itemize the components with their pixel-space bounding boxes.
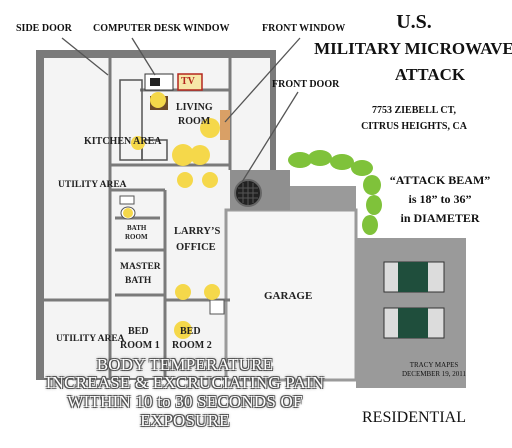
bath-sink: [119, 195, 135, 205]
shrubs: [288, 150, 382, 235]
bed-room-1-label-2: ROOM 1: [120, 340, 160, 351]
computer-desk-window-label: COMPUTER DESK WINDOW: [93, 23, 230, 34]
utility-area-top-label: UTILITY AREA: [58, 180, 127, 190]
vent-grid: [238, 181, 258, 205]
beam-note-line1: “ATTACK BEAM”: [389, 173, 491, 187]
utility-area-bottom-label: UTILITY AREA: [56, 334, 125, 344]
kitchen-label: KITCHEN AREA: [84, 136, 162, 147]
living-room-label-2: ROOM: [178, 116, 211, 127]
credit-line1: TRACY MAPES: [409, 361, 459, 369]
front-window-label: FRONT WINDOW: [262, 23, 346, 34]
tv: [177, 73, 203, 91]
title-line2: MILITARY MICROWAVE: [314, 39, 512, 58]
sofa: [220, 110, 230, 140]
larrys-office-label-2: OFFICE: [176, 242, 216, 253]
warning-line3: WITHIN 10 to 30 SECONDS OF: [67, 392, 303, 411]
bed-room-1-label-1: BED: [128, 326, 149, 337]
bath-room-label-2: ROOM: [125, 233, 148, 241]
kitchen-island: [141, 139, 168, 161]
desk-bedroom2: [209, 299, 225, 315]
car-2-roof: [398, 308, 428, 338]
computer-monitor: [150, 78, 160, 86]
attack-spots: [123, 92, 220, 339]
tv-label: TV: [181, 76, 195, 87]
master-bath-label-1: MASTER: [120, 262, 161, 272]
garage-label: GARAGE: [264, 290, 313, 302]
title-line3: ATTACK: [394, 65, 466, 84]
residential-label: RESIDENTIAL: [362, 409, 466, 426]
credit-line2: DECEMBER 19, 2011: [401, 370, 467, 378]
walkway: [290, 186, 356, 210]
car-1-roof: [398, 262, 428, 292]
side-door-label: SIDE DOOR: [16, 23, 72, 34]
address-line1: 7753 ZIEBELL CT,: [371, 105, 457, 116]
bed-room-2-label-1: BED: [180, 326, 201, 337]
address-line2: CITRUS HEIGHTS, CA: [361, 121, 467, 132]
front-door-label: FRONT DOOR: [272, 79, 340, 90]
garage-wall: [224, 208, 358, 382]
callout-lines: [61, 37, 301, 183]
beam-note-line2: is 18” to 36”: [408, 192, 472, 206]
larrys-office-label-1: LARRY’S: [174, 226, 221, 237]
kitchen-counter: [119, 79, 143, 161]
warning-line2: INCREASE & EXCRUCIATING PAIN: [45, 373, 325, 392]
master-bath-label-2: BATH: [125, 276, 152, 286]
bed-room-2-label-2: ROOM 2: [172, 340, 212, 351]
warning-line1: BODY TEMPERATURE: [96, 355, 274, 374]
title-line1: U.S.: [396, 11, 432, 33]
bath-room-label-1: BATH: [127, 224, 147, 232]
beam-note-line3: in DIAMETER: [400, 211, 480, 225]
warning-line4: EXPOSURE: [140, 411, 230, 430]
living-room-label-1: LIVING: [176, 102, 213, 113]
